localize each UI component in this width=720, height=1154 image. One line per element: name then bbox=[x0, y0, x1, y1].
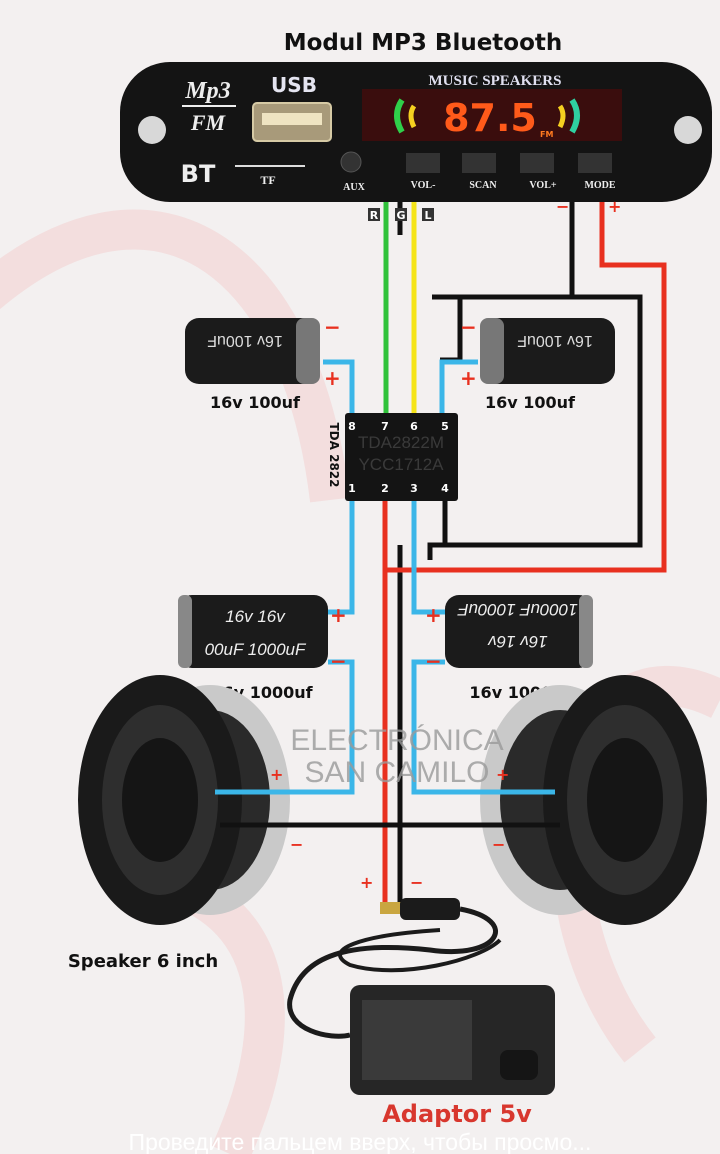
bigcap-left-plus: + bbox=[330, 603, 347, 627]
svg-text:16v 16v: 16v 16v bbox=[487, 632, 548, 651]
tf-label: TF bbox=[260, 173, 275, 187]
blue-wire-pin8 bbox=[323, 359, 355, 415]
svg-text:1000uF 1000uF: 1000uF 1000uF bbox=[457, 600, 578, 619]
adaptor-minus: − bbox=[410, 873, 423, 892]
bigcap-right-plus: + bbox=[425, 603, 442, 627]
swipe-up-hint[interactable]: Проведите пальцем вверх, чтобы просмо... bbox=[129, 1129, 592, 1154]
svg-text:4: 4 bbox=[441, 482, 449, 495]
cap-left-plus: + bbox=[324, 366, 341, 390]
speaker-left bbox=[78, 675, 290, 925]
audio-wire-labels: R G L bbox=[368, 208, 434, 222]
mode-label: MODE bbox=[584, 180, 615, 191]
svg-text:16v 100uF: 16v 100uF bbox=[517, 332, 593, 349]
svg-text:7: 7 bbox=[381, 420, 389, 433]
capacitor-1000uf-left: 16v 16v 00uF 1000uF bbox=[178, 595, 328, 668]
spk-right-plus: + bbox=[496, 765, 509, 784]
svg-text:TDA2822M: TDA2822M bbox=[358, 433, 444, 452]
speaker-label: Speaker 6 inch bbox=[68, 951, 218, 972]
capacitor-100uf-right: 16v 100uF bbox=[480, 318, 615, 384]
svg-text:L: L bbox=[424, 209, 431, 222]
cap-left-minus: − bbox=[324, 315, 341, 339]
dc-plug bbox=[380, 902, 402, 914]
fm-logo: FM bbox=[190, 110, 227, 135]
module-plus-mark: + bbox=[608, 197, 621, 216]
module-buttons: VOL- SCAN VOL+ MODE bbox=[406, 153, 616, 191]
speaker-right bbox=[480, 675, 707, 925]
spk-left-plus: + bbox=[270, 765, 283, 784]
bigcap-left-minus: − bbox=[330, 649, 347, 673]
red-wire-module-plus bbox=[382, 202, 667, 905]
svg-text:5: 5 bbox=[441, 420, 449, 433]
spk-right-minus: − bbox=[492, 835, 505, 854]
chip-side-label: TDA 2822 bbox=[327, 422, 341, 487]
module-minus-mark: − bbox=[556, 197, 569, 216]
page-title: Modul MP3 Bluetooth bbox=[284, 30, 563, 56]
svg-text:3: 3 bbox=[410, 482, 418, 495]
svg-text:16v 100uF: 16v 100uF bbox=[207, 332, 283, 349]
vol-minus-label: VOL- bbox=[411, 180, 436, 191]
svg-text:16v 16v: 16v 16v bbox=[225, 607, 286, 626]
display-unit: FM bbox=[540, 130, 553, 139]
usb-label: USB bbox=[271, 73, 317, 97]
svg-text:YCC1712A: YCC1712A bbox=[358, 455, 444, 474]
scan-button[interactable] bbox=[462, 153, 496, 173]
blue-wire-pin1 bbox=[328, 500, 355, 615]
adaptor-plus: + bbox=[360, 873, 373, 892]
aux-label: AUX bbox=[343, 182, 365, 193]
cap-small-right-label: 16v 100uf bbox=[485, 393, 576, 412]
cap-right-plus: + bbox=[460, 366, 477, 390]
bigcap-right-minus: − bbox=[425, 649, 442, 673]
spk-left-minus: − bbox=[290, 835, 303, 854]
mount-hole-left bbox=[138, 116, 166, 144]
adaptor-label: Adaptor 5v bbox=[382, 1100, 532, 1128]
mount-hole-right bbox=[674, 116, 702, 144]
bt-label: BT bbox=[181, 160, 216, 188]
tda2822-chip: TDA2822M YCC1712A 8 7 6 5 1 2 3 4 bbox=[345, 413, 458, 501]
capacitor-100uf-left: 16v 100uF bbox=[185, 318, 320, 384]
svg-text:8: 8 bbox=[348, 420, 356, 433]
svg-text:G: G bbox=[396, 209, 405, 222]
power-adaptor bbox=[287, 898, 555, 1095]
svg-text:1: 1 bbox=[348, 482, 356, 495]
blue-wire-pin5 bbox=[439, 359, 478, 415]
svg-text:6: 6 bbox=[410, 420, 418, 433]
mp3-logo: Mp3 bbox=[184, 78, 230, 104]
watermark-line1: ELECTRÓNICA bbox=[290, 724, 503, 757]
display-frequency: 87.5 bbox=[443, 96, 537, 140]
vol-plus-button[interactable] bbox=[520, 153, 554, 173]
vol-plus-label: VOL+ bbox=[529, 180, 556, 191]
vol-minus-button[interactable] bbox=[406, 153, 440, 173]
capacitor-1000uf-right: 16v 16v 1000uF 1000uF bbox=[445, 595, 593, 668]
cap-right-minus: − bbox=[460, 315, 477, 339]
cap-small-left-label: 16v 100uf bbox=[210, 393, 301, 412]
mp3-bluetooth-module: Mp3 FM USB BT TF MUSIC SPEAKERS 87.5 FM … bbox=[120, 62, 712, 202]
svg-text:R: R bbox=[370, 209, 379, 222]
scan-label: SCAN bbox=[469, 180, 497, 191]
black-wire-ground bbox=[440, 297, 463, 363]
svg-text:2: 2 bbox=[381, 482, 389, 495]
watermark-line2: SAN CAMILO bbox=[304, 756, 489, 789]
mode-button[interactable] bbox=[578, 153, 612, 173]
aux-jack[interactable] bbox=[340, 151, 362, 173]
svg-text:00uF 1000uF: 00uF 1000uF bbox=[205, 640, 307, 659]
blue-wire-pin3 bbox=[411, 500, 445, 615]
black-wire-module-minus bbox=[300, 202, 643, 905]
display-header: MUSIC SPEAKERS bbox=[429, 73, 562, 89]
